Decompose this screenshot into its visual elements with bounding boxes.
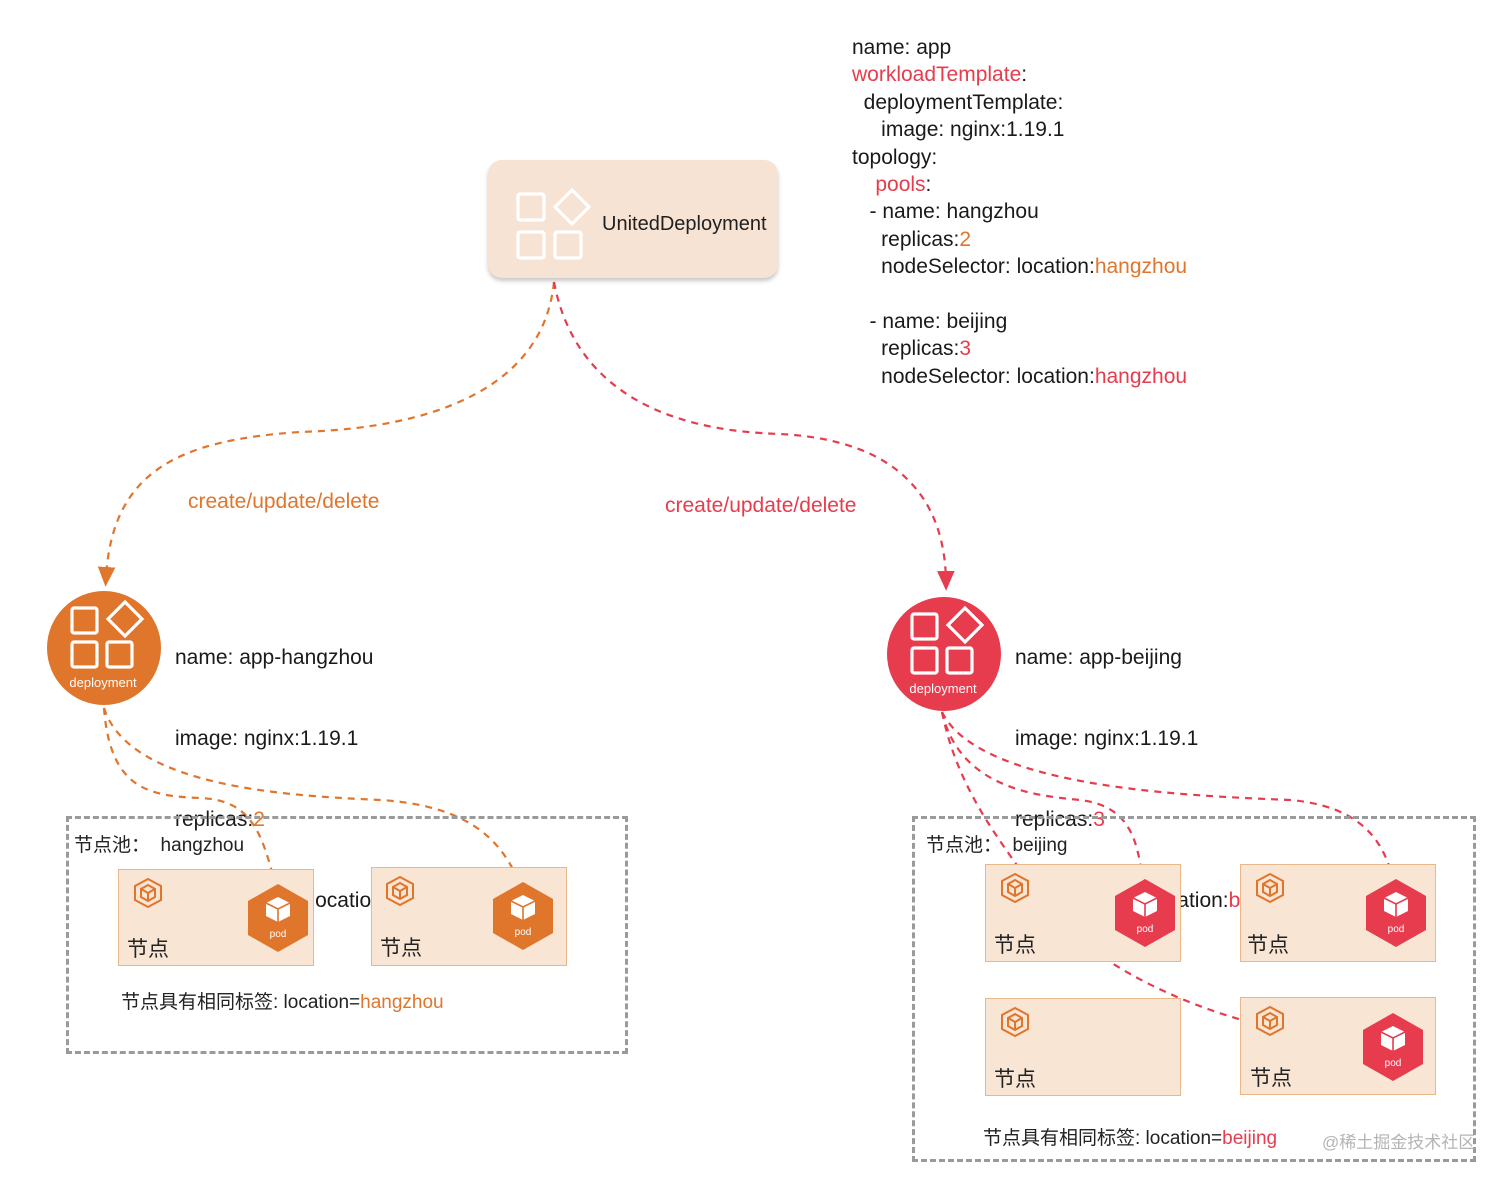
svg-text:pod: pod [1388, 924, 1405, 935]
server-node-icon [1256, 1005, 1284, 1037]
yaml-highlight: pools [875, 172, 926, 196]
yaml-line: deploymentTemplate: [852, 90, 1064, 114]
pool-label-note: 节点具有相同标签: location=hangzhou [121, 987, 444, 1014]
dep-image: image: nginx:1.19.1 [1015, 727, 1199, 750]
yaml-line: nodeSelector: location:hangzhou [852, 255, 1188, 279]
edge-ud-to-beijing [552, 281, 955, 591]
yaml-line: image: nginx:1.19.1 [852, 118, 1065, 142]
edge-label-left: create/update/delete [188, 490, 380, 513]
dep-replicas-label: replicas: [1015, 808, 1094, 831]
pod-icon[interactable]: pod [1113, 878, 1177, 948]
yaml-line: name: app [852, 36, 952, 59]
server-node-icon [386, 875, 414, 907]
node-pool-hangzhou [66, 816, 628, 1054]
dep-name: name: app-hangzhou [175, 646, 374, 669]
server-node-icon [1001, 872, 1029, 904]
edge-hz-pod-1 [102, 707, 278, 889]
yaml-highlight: 2 [959, 227, 972, 251]
pool-note-text: 节点具有相同标签: location= [983, 1128, 1223, 1149]
pool-title: 节点池： hangzhou [74, 835, 245, 856]
pod-icon[interactable]: pod [246, 883, 310, 953]
watermark: @稀土掘金技术社区 [1322, 1133, 1476, 1152]
pool-label-note: 节点具有相同标签: location=beijing [983, 1123, 1277, 1150]
dep-replicas-value: 2 [253, 808, 265, 831]
edge-label-right: create/update/delete [665, 494, 857, 517]
yaml-line: replicas:3 [852, 337, 972, 361]
deployment-beijing-icon[interactable]: deployment [886, 596, 1002, 712]
edge-bj-pod-1 [940, 711, 1145, 885]
server-node-icon [1001, 1006, 1029, 1038]
svg-text:pod: pod [1137, 924, 1154, 935]
yaml-line: workloadTemplate: [852, 63, 1028, 87]
edge-hz-pod-2 [102, 707, 522, 885]
svg-text:pod: pod [1385, 1058, 1402, 1069]
pool-note-value: beijing [1222, 1128, 1278, 1149]
united-deployment-label: UnitedDeployment [602, 213, 767, 235]
node-label: 节点 [1247, 934, 1289, 957]
pool-title: 节点池： beijing [926, 835, 1068, 856]
pool-note-text: 节点具有相同标签: location= [121, 992, 361, 1013]
yaml-spec: name: app workloadTemplate: deploymentTem… [852, 34, 1187, 390]
yaml-highlight: workloadTemplate [852, 63, 1022, 87]
yaml-highlight: hangzhou [1094, 255, 1188, 279]
dep-replicas-label: replicas: [175, 808, 254, 831]
server-node-icon [1256, 872, 1284, 904]
pod-icon[interactable]: pod [1361, 1012, 1425, 1082]
node-label: 节点 [380, 937, 422, 960]
yaml-line: topology: [852, 145, 938, 169]
pod-icon[interactable]: pod [491, 881, 555, 951]
dep-image: image: nginx:1.19.1 [175, 727, 359, 750]
node-card[interactable] [985, 998, 1181, 1096]
svg-text:pod: pod [270, 929, 287, 940]
yaml-highlight: 3 [959, 337, 972, 361]
dep-replicas-value: 3 [1093, 808, 1105, 831]
yaml-line: - name: hangzhou [852, 200, 1039, 224]
yaml-line: nodeSelector: location:hangzhou [852, 364, 1188, 388]
svg-text:pod: pod [515, 927, 532, 938]
edge-bj-pod-2 [941, 711, 1396, 885]
workload-grid-icon [516, 188, 592, 260]
yaml-line [852, 281, 1187, 308]
node-pool-beijing [912, 816, 1476, 1162]
server-node-icon [134, 877, 162, 909]
yaml-line: pools: [875, 172, 932, 196]
deployment-badge: deployment [909, 681, 977, 696]
yaml-highlight: hangzhou [1094, 364, 1188, 388]
dep-name: name: app-beijing [1015, 646, 1182, 669]
deployment-hangzhou-icon[interactable]: deployment [46, 590, 162, 706]
yaml-line: replicas:2 [852, 227, 972, 251]
node-label: 节点 [994, 1068, 1036, 1091]
node-label: 节点 [994, 934, 1036, 957]
node-label: 节点 [1250, 1067, 1292, 1090]
node-label: 节点 [127, 938, 169, 961]
yaml-line: - name: beijing [852, 309, 1008, 333]
pod-icon[interactable]: pod [1364, 878, 1428, 948]
deployment-badge: deployment [69, 675, 137, 690]
edge-ud-to-hangzhou [97, 281, 556, 587]
pool-note-value: hangzhou [360, 992, 444, 1013]
